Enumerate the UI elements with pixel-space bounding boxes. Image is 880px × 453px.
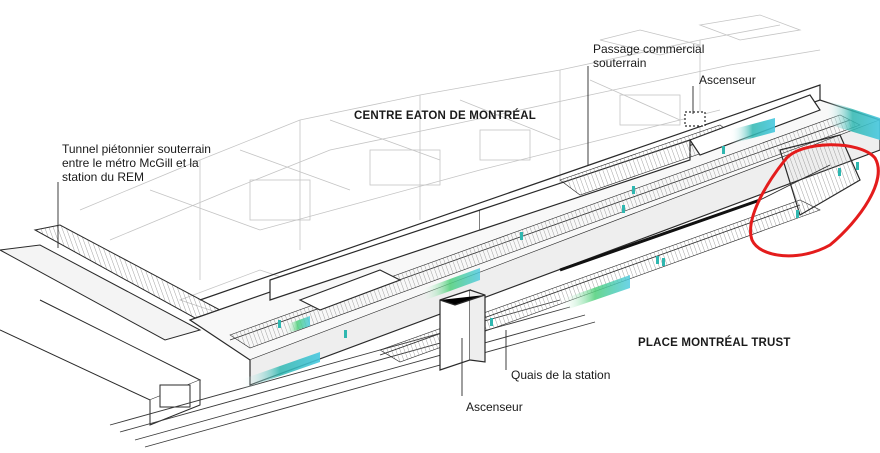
eaton-centre-label: CENTRE EATON DE MONTRÉAL bbox=[354, 110, 536, 122]
left-tunnel bbox=[0, 224, 222, 426]
tunnel-label: Tunnel piétonnier souterrain entre le mé… bbox=[62, 142, 211, 184]
place-montreal-trust-label: PLACE MONTRÉAL TRUST bbox=[638, 337, 791, 349]
people-figures bbox=[278, 146, 859, 338]
color-accents bbox=[240, 100, 880, 390]
elevator-bottom-label: Ascenseur bbox=[466, 400, 523, 414]
elevator-top-label: Ascenseur bbox=[699, 73, 756, 87]
platforms-label: Quais de la station bbox=[511, 368, 611, 382]
leader-lines bbox=[57, 66, 694, 396]
red-highlight-circle bbox=[749, 143, 880, 258]
passage-label: Passage commercial souterrain bbox=[593, 42, 705, 70]
